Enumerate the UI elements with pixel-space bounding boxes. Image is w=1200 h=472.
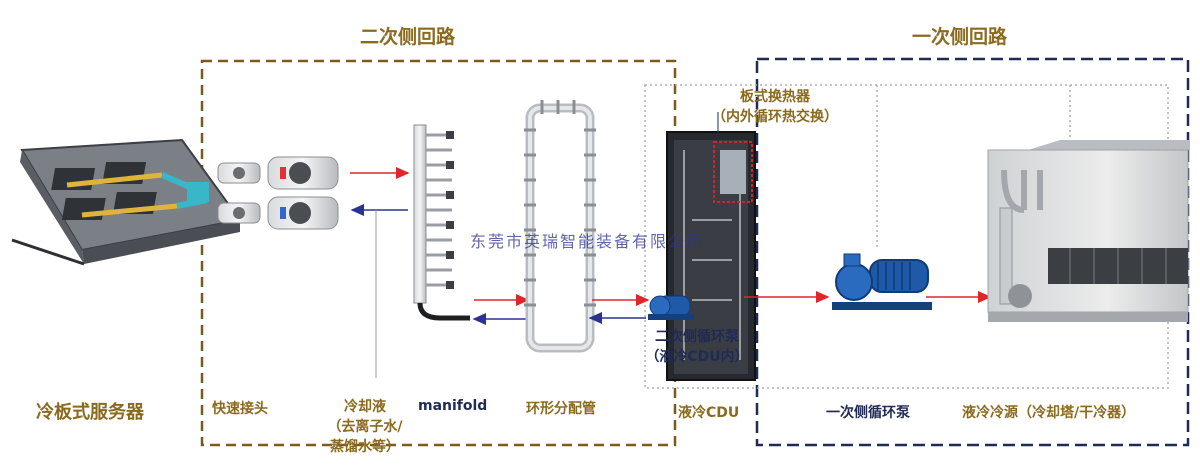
- coolant-title: 冷却液: [344, 399, 386, 415]
- coolant-detail-line-2: 蒸馏水等）: [330, 439, 400, 455]
- coolant-label: 冷却液 （去离子水/ 蒸馏水等）: [310, 396, 420, 456]
- cold-plate-server: [11, 138, 242, 266]
- watermark: 东莞市英瑞智能装备有限公司: [470, 232, 705, 251]
- secondary-pump-subtitle: （液冷CDU内）: [645, 349, 749, 365]
- server-label: 冷板式服务器: [36, 402, 144, 423]
- heat-exchanger-label: 板式换热器 （内外循环热交换）: [700, 86, 850, 126]
- heat-exchanger-title: 板式换热器: [740, 89, 810, 105]
- quick-connector-label: 快速接头: [212, 401, 268, 417]
- primary-pump-label: 一次侧循环泵: [826, 405, 910, 421]
- cooling-tower: [987, 140, 1190, 322]
- ring-pipe-label: 环形分配管: [526, 401, 596, 417]
- secondary-pump-title: 二次侧循环泵: [655, 329, 739, 345]
- quick-connectors: [217, 156, 339, 230]
- manifold-graphic: [413, 124, 470, 321]
- ring-pipe-graphic: [524, 100, 596, 353]
- cooling-source-label: 液冷冷源（冷却塔/干冷器）: [962, 405, 1136, 421]
- secondary-pump-label: 二次侧循环泵 （液冷CDU内）: [632, 326, 762, 366]
- coolant-detail-line-1: （去离子水/: [327, 419, 403, 435]
- primary-pump-graphic: [832, 253, 932, 310]
- heat-exchanger-subtitle: （内外循环热交换）: [712, 109, 838, 125]
- cdu-label: 液冷CDU: [678, 405, 740, 421]
- heat-exchanger-frame: [644, 84, 1169, 389]
- primary-loop-title: 一次侧回路: [912, 26, 1008, 48]
- manifold-label: manifold: [418, 398, 488, 414]
- secondary-loop-title: 二次侧回路: [360, 26, 456, 48]
- cdu-cabinet: [666, 112, 756, 381]
- secondary-loop-border: [200, 59, 677, 447]
- secondary-pump-graphic: [648, 295, 694, 320]
